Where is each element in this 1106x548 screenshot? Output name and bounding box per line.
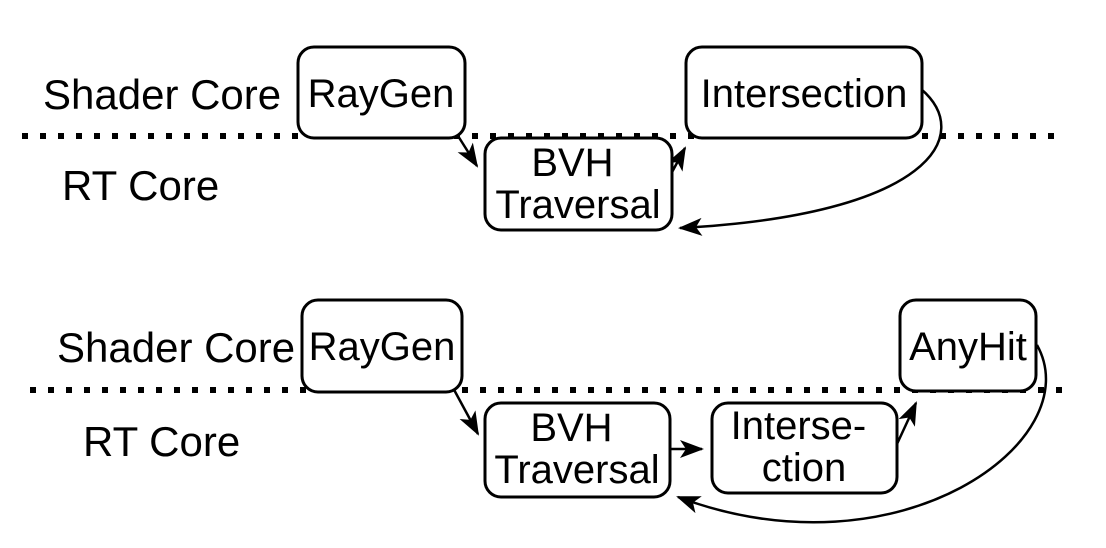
intersection-label-line2-bottom: ction [762, 446, 847, 490]
label-rt-core-top: RT Core [62, 162, 219, 209]
intersection-box-bottom [710, 401, 899, 495]
bvh-label-line1-bottom: BVH [530, 406, 612, 450]
intersection-label-top: Intersection [701, 72, 908, 116]
intersection-box-top [684, 45, 924, 140]
intersection-label-line1-bottom: Interse- [731, 404, 867, 448]
bvh-traversal-box-top [483, 136, 674, 232]
raygen-label-bottom: RayGen [309, 325, 456, 369]
bvh-label-line2-top: Traversal [495, 183, 660, 227]
label-shader-core-bottom: Shader Core [57, 324, 295, 371]
arrow-intersection-to-anyhit [895, 401, 918, 445]
raygen-box-bottom [300, 298, 464, 394]
diagram-bottom: Shader Core RT Core RayGen AnyHit BVH Tr… [30, 298, 1070, 524]
raygen-box-top [296, 45, 467, 140]
diagram-top: Shader Core RT Core RayGen Intersection … [22, 45, 1060, 236]
bvh-traversal-box-bottom [483, 401, 672, 499]
label-rt-core-bottom: RT Core [83, 418, 240, 465]
bvh-label-line1-top: BVH [531, 141, 613, 185]
anyhit-label: AnyHit [909, 325, 1027, 369]
intersection-label-bottom: Interse- ction [731, 404, 878, 490]
bvh-traversal-label-top: BVH Traversal [495, 141, 660, 227]
label-shader-core-top: Shader Core [43, 71, 281, 118]
raygen-label-top: RayGen [308, 72, 455, 116]
arrow-raygen-to-bvh-bottom [450, 385, 480, 436]
anyhit-box [898, 298, 1038, 393]
bvh-label-line2-bottom: Traversal [494, 448, 659, 492]
arrow-intersection-return-top [678, 88, 943, 236]
arrow-anyhit-return-bottom [676, 344, 1048, 524]
bvh-traversal-label-bottom: BVH Traversal [494, 406, 659, 492]
